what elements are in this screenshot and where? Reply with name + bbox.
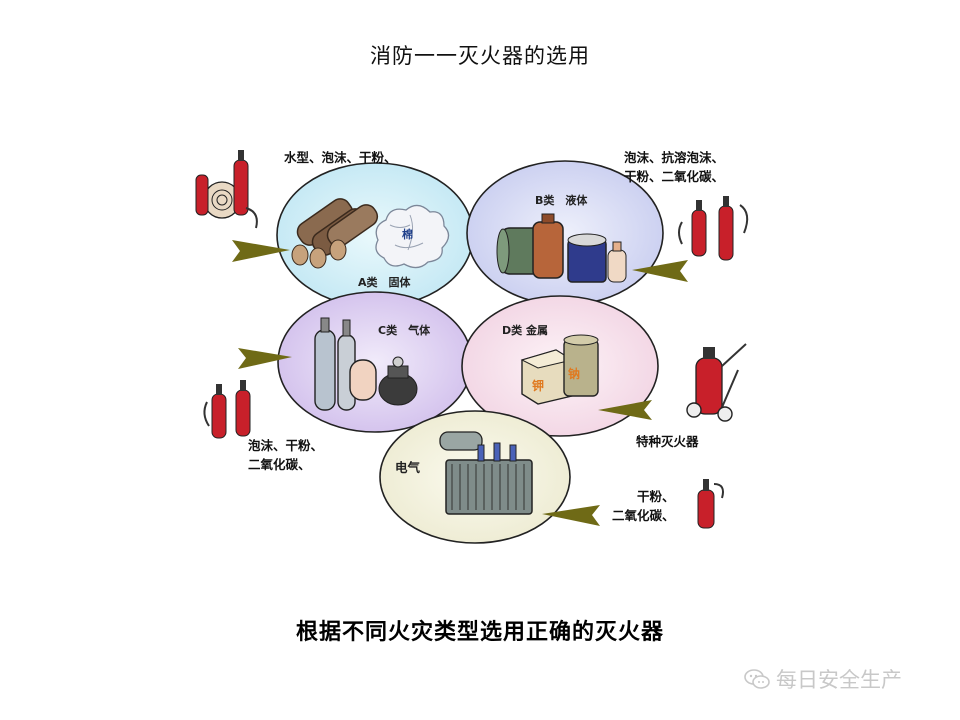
class-a-label: A类 固体	[358, 276, 411, 289]
class-d-extinguishers: 特种灭火器	[636, 434, 699, 449]
cotton-label: 棉	[402, 227, 413, 241]
arrow-to-electrical	[542, 505, 600, 526]
electrical-extinguishers: 干粉、 二氧化碳、	[612, 489, 675, 523]
liquid-containers-icon	[496, 213, 627, 283]
metal-blocks-icon	[520, 334, 599, 405]
wechat-icon	[744, 669, 770, 689]
extinguisher-set-a-icon	[195, 150, 258, 229]
class-c-extinguishers: 泡沫、干粉、 二氧化碳、	[248, 438, 324, 472]
extinguisher-set-c-icon	[203, 380, 251, 439]
extinguisher-set-e-icon	[697, 479, 724, 529]
wheeled-extinguisher-icon	[686, 343, 747, 422]
electrical-label: 电气	[395, 460, 421, 475]
page-subtitle: 根据不同火灾类型选用正确的灭火器	[295, 620, 664, 645]
class-b-extinguishers: 泡沫、抗溶泡沫、 干粉、二氧化碳、	[624, 150, 725, 184]
page-title: 消防一一灭火器的选用	[370, 44, 590, 68]
class-b-label: B类 液体	[535, 194, 588, 207]
arrow-to-class-d	[598, 400, 652, 420]
watermark-text: 每日安全生产	[776, 668, 902, 692]
class-c-label: C类 气体	[378, 324, 431, 337]
class-a-extinguishers: 水型、泡沫、干粉、	[284, 150, 397, 165]
metal-sodium-label: 钠	[568, 366, 580, 381]
metal-potassium-label: 钾	[532, 378, 544, 393]
class-c-ellipse	[277, 291, 473, 433]
cotton-bale-icon	[375, 204, 450, 269]
extinguisher-set-b-icon	[678, 196, 749, 261]
arrow-to-class-c	[238, 348, 292, 369]
gas-cylinders-icon	[314, 317, 418, 411]
class-d-label: D类 金属	[502, 324, 548, 337]
transformer-icon	[439, 431, 533, 515]
arrow-to-class-b	[632, 260, 688, 282]
watermark: 每日安全生产	[744, 664, 902, 694]
logs-icon	[291, 198, 379, 269]
arrow-to-class-a	[232, 240, 290, 262]
